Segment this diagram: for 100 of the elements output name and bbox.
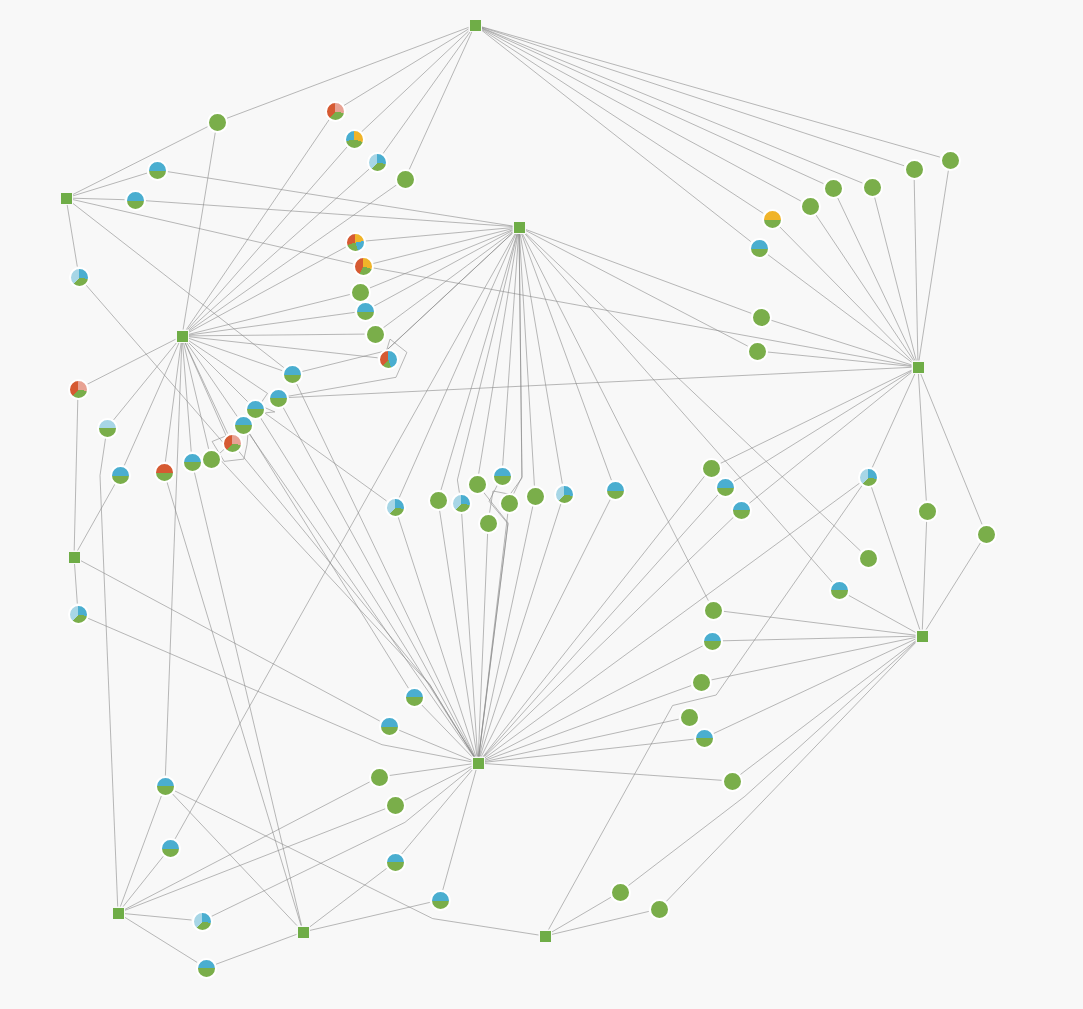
pie-node xyxy=(648,898,670,920)
pie-node xyxy=(200,448,222,470)
connector-line xyxy=(711,637,916,681)
connector-line xyxy=(215,934,297,965)
connector-line xyxy=(120,795,162,907)
pie-node xyxy=(384,851,406,873)
connector-line xyxy=(478,533,488,757)
connector-line xyxy=(847,594,916,633)
pie-node xyxy=(861,176,883,198)
connector-line xyxy=(124,808,386,911)
pie-node xyxy=(714,476,736,498)
pie-node xyxy=(857,547,879,569)
pie-node xyxy=(384,496,406,518)
pie-node xyxy=(364,323,386,345)
connector-line xyxy=(484,685,692,761)
pie-node xyxy=(394,168,416,190)
pie-node xyxy=(377,348,399,370)
pie-node xyxy=(678,706,700,728)
connector-line xyxy=(481,29,751,242)
hub-square xyxy=(538,929,552,943)
pie-node xyxy=(466,473,488,495)
pie-node xyxy=(761,208,783,230)
connector-line xyxy=(421,704,472,757)
pie-node xyxy=(822,177,844,199)
connector-line xyxy=(361,30,469,133)
connector-line xyxy=(913,179,919,361)
pie-node xyxy=(828,579,850,601)
connector-line xyxy=(113,342,177,421)
connector-line xyxy=(372,228,513,264)
connector-line xyxy=(770,319,912,366)
pie-node xyxy=(693,727,715,749)
connector-line xyxy=(740,640,916,775)
pie-node xyxy=(191,910,213,932)
connector-line xyxy=(871,486,921,630)
hub-square xyxy=(296,925,310,939)
pie-node xyxy=(195,957,217,979)
pie-node xyxy=(491,465,513,487)
connector-line xyxy=(288,367,912,398)
connector-line xyxy=(713,638,916,734)
connector-line xyxy=(548,485,863,930)
connector-line xyxy=(439,510,478,757)
connector-line xyxy=(484,738,694,763)
connector-line xyxy=(171,793,298,926)
connector-line xyxy=(404,766,472,801)
connector-line xyxy=(211,768,472,917)
pie-node xyxy=(384,794,406,816)
connector-line xyxy=(922,521,927,630)
connector-line xyxy=(522,233,709,601)
connector-line xyxy=(383,231,513,328)
connector-line xyxy=(519,233,535,486)
hub-square xyxy=(175,329,189,343)
connector-line xyxy=(723,611,916,636)
pie-node xyxy=(232,414,254,436)
connector-line xyxy=(167,171,513,227)
connector-line xyxy=(551,897,612,933)
connector-line xyxy=(399,233,517,498)
connector-line xyxy=(478,233,519,474)
connector-line xyxy=(187,146,348,330)
pie-node xyxy=(939,149,961,171)
connector-line xyxy=(918,373,927,501)
connector-line xyxy=(481,499,611,757)
hub-square xyxy=(512,220,526,234)
connector-line xyxy=(484,482,860,759)
connector-line xyxy=(182,342,192,452)
pie-node xyxy=(477,512,499,534)
connector-line xyxy=(186,119,330,330)
connector-line xyxy=(188,342,248,402)
pie-node xyxy=(903,158,925,180)
pie-node xyxy=(244,398,266,420)
connector-line xyxy=(382,31,471,154)
connector-line xyxy=(174,233,516,840)
hub-square xyxy=(915,629,929,643)
connector-line xyxy=(837,197,916,361)
connector-line xyxy=(188,340,387,502)
connector-line xyxy=(188,333,365,337)
pie-node xyxy=(366,151,388,173)
connector-line xyxy=(398,729,472,761)
pie-node xyxy=(352,255,374,277)
pie-node xyxy=(524,485,546,507)
connector-line xyxy=(124,781,370,910)
pie-node xyxy=(344,231,366,253)
connector-line xyxy=(815,214,914,361)
pie-node xyxy=(146,159,168,181)
pie-node xyxy=(746,340,768,362)
pie-node xyxy=(153,461,175,483)
connector-line xyxy=(666,642,916,902)
connector-line xyxy=(779,226,912,361)
pie-node xyxy=(154,775,176,797)
connector-line xyxy=(72,197,125,200)
connector-line xyxy=(122,855,164,907)
connector-line xyxy=(124,913,192,921)
connector-line xyxy=(373,230,513,307)
connector-line xyxy=(99,438,118,907)
pie-node xyxy=(206,111,228,133)
pie-node xyxy=(427,489,449,511)
pie-node xyxy=(553,483,575,505)
connector-line xyxy=(87,339,176,385)
connector-line xyxy=(188,336,378,359)
connector-line xyxy=(80,560,380,722)
connector-line xyxy=(481,28,802,202)
